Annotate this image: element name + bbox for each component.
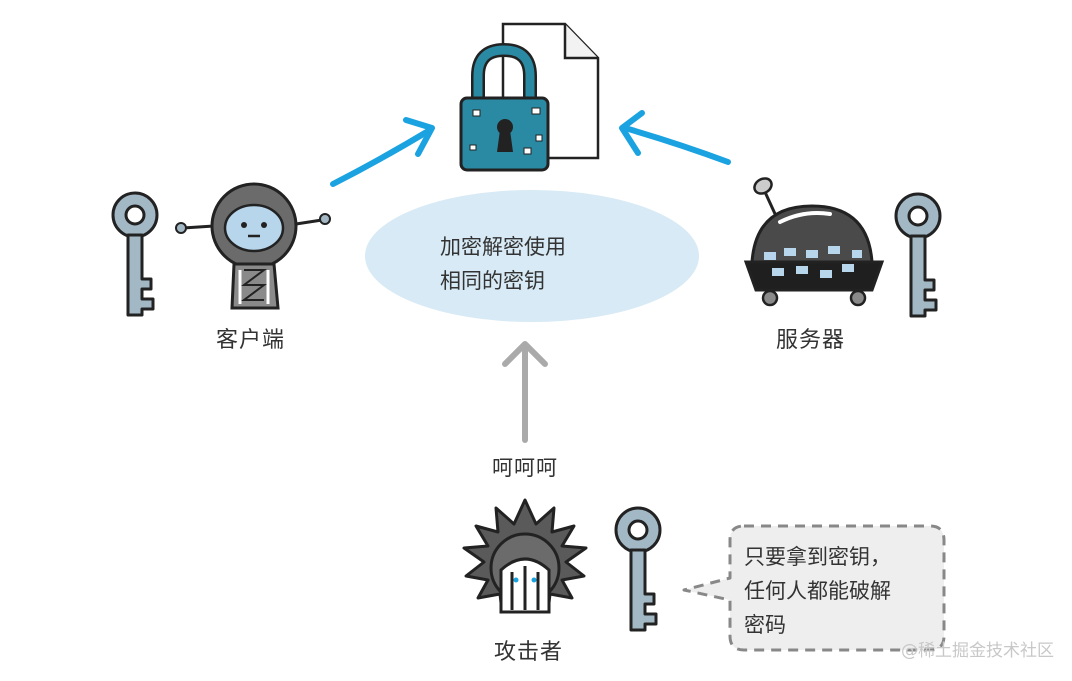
attacker-robot-icon bbox=[462, 498, 588, 614]
client-arrow bbox=[330, 117, 435, 187]
lock-icon bbox=[459, 42, 550, 172]
server-robot-icon bbox=[743, 177, 885, 307]
client-robot-icon bbox=[175, 182, 331, 310]
client-label: 客户端 bbox=[216, 328, 286, 353]
bubble-line-3: 密码 bbox=[744, 613, 786, 637]
attacker-label: 攻击者 bbox=[494, 640, 564, 665]
watermark: @稀土掘金技术社区 bbox=[901, 641, 1054, 661]
center-line-2: 相同的密钥 bbox=[440, 269, 545, 293]
bubble-line-1: 只要拿到密钥， bbox=[744, 545, 891, 569]
shared-key-ellipse bbox=[365, 190, 699, 322]
attacker-laugh-label: 呵呵呵 bbox=[492, 456, 558, 480]
server-key-icon bbox=[894, 192, 942, 318]
bubble-text: 只要拿到密钥， 任何人都能破解 密码 bbox=[744, 540, 944, 642]
bubble-line-2: 任何人都能破解 bbox=[744, 579, 891, 603]
attacker-arrow bbox=[502, 341, 548, 443]
client-key-icon bbox=[111, 191, 159, 317]
shared-key-text: 加密解密使用 相同的密钥 bbox=[440, 230, 640, 298]
server-arrow bbox=[619, 110, 731, 165]
center-line-1: 加密解密使用 bbox=[440, 235, 566, 259]
speech-bubble bbox=[682, 524, 946, 652]
server-label: 服务器 bbox=[776, 328, 846, 353]
attacker-key-icon bbox=[614, 506, 662, 632]
